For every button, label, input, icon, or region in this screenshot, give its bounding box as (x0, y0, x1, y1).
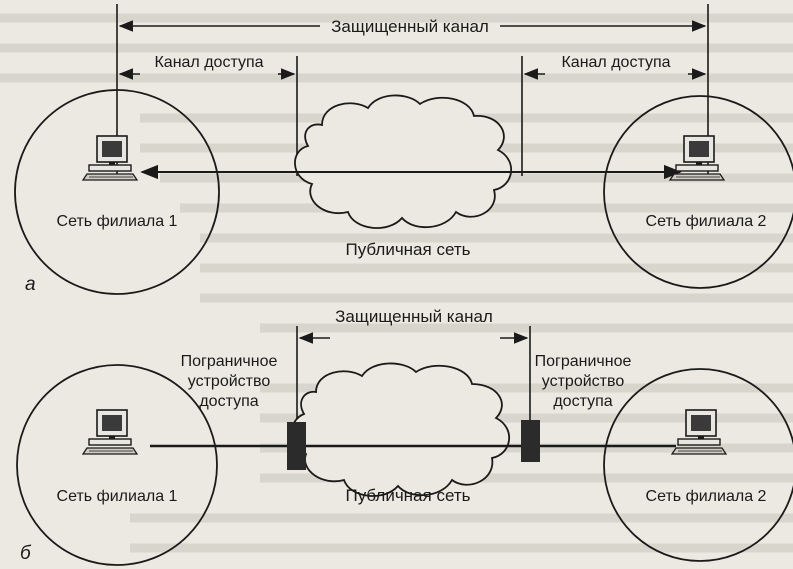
branch-1-label: Сеть филиала 1 (57, 488, 178, 505)
svg-text:доступа: доступа (199, 393, 258, 410)
public-network-label: Публичная сеть (346, 486, 471, 505)
edge-device-right-label: Пограничное устройство доступа (535, 353, 632, 410)
branch-2-label: Сеть филиала 2 (646, 488, 767, 505)
svg-text:Пограничное: Пограничное (535, 353, 632, 370)
branch-network-1-circle (14, 89, 220, 295)
svg-text:устройство: устройство (188, 373, 271, 390)
branch-2-label: Сеть филиала 2 (646, 213, 767, 230)
edge-device-left-label: Пограничное устройство доступа (181, 353, 278, 410)
svg-text:доступа: доступа (553, 393, 612, 410)
public-network-label: Публичная сеть (346, 240, 471, 259)
access-channel-left-label: Канал доступа (154, 54, 263, 71)
edge-device-left (287, 422, 306, 470)
access-channel-right-label: Канал доступа (561, 54, 670, 71)
edge-device-right (521, 420, 540, 462)
branch-network-1-circle (16, 364, 218, 566)
diagram-a: Защищенный канал Канал доступа Канал дос… (14, 4, 793, 295)
branch-1-label: Сеть филиала 1 (57, 213, 178, 230)
branch-network-2-circle (603, 368, 793, 562)
svg-text:устройство: устройство (542, 373, 625, 390)
public-network-cloud (290, 362, 511, 497)
svg-text:Пограничное: Пограничное (181, 353, 278, 370)
secure-channel-label: Защищенный канал (335, 307, 493, 326)
branch-network-2-circle (603, 95, 793, 289)
computer-icon (82, 409, 138, 455)
public-network-cloud (294, 94, 513, 229)
figure-letter-b: б (20, 543, 32, 564)
computer-icon (669, 135, 725, 181)
diagram-b: Защищенный канал Пограничное устройство … (16, 307, 793, 566)
secure-channel-label: Защищенный канал (331, 17, 489, 36)
computer-icon (82, 135, 138, 181)
figure-letter-a: а (25, 274, 36, 295)
